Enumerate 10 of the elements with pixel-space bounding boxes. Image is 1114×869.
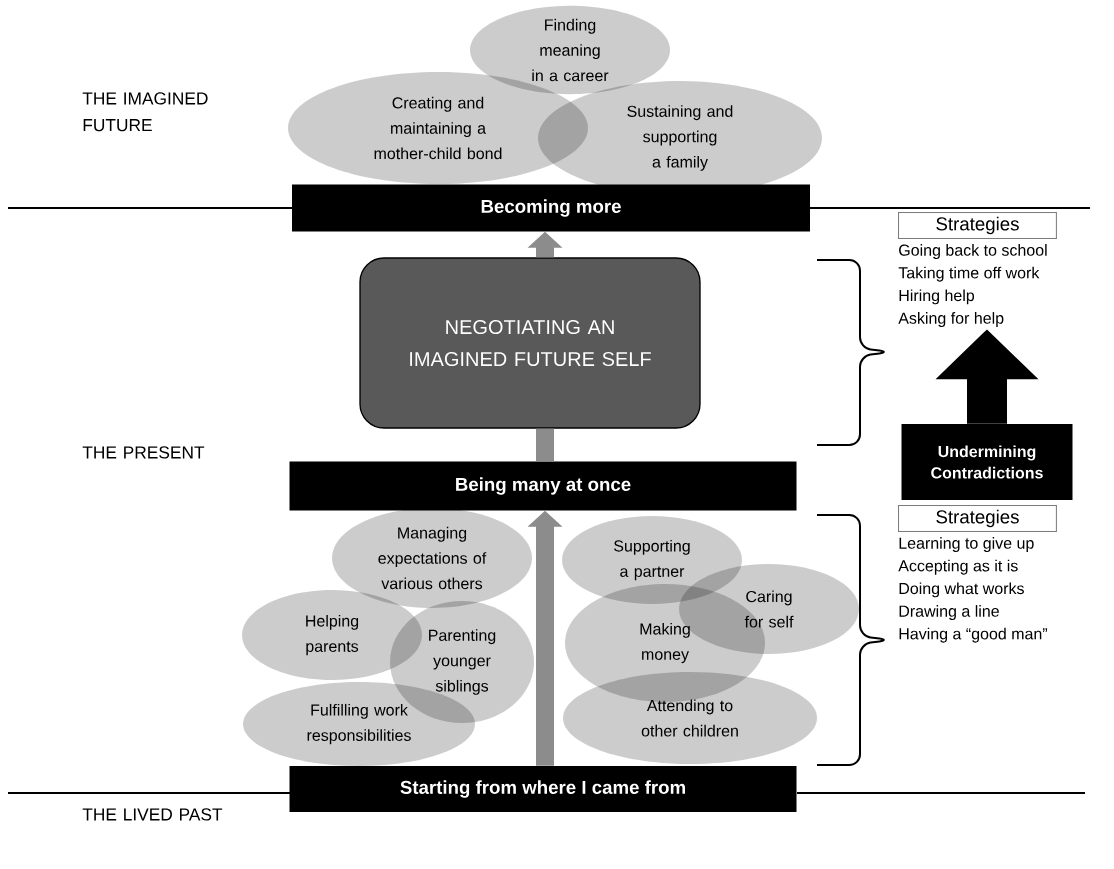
strategy-list: Strategies Going back to school Taking time off work Hiring help Asking for help (898, 212, 1057, 327)
contradiction-box: Undermining Contradictions (901, 424, 1073, 500)
section-label: THE LIVED PAST (82, 808, 223, 821)
section-label: THE IMAGINED FUTURE (82, 92, 208, 132)
stage-bar: Being many at once (289, 461, 797, 511)
strategy-list: Strategies Learning to give up Accepting as it is Doing what works Drawing a line Having a “good man” (898, 505, 1057, 643)
process-box: NEGOTIATING AN IMAGINED FUTURE SELF (359, 257, 701, 429)
stage-bar: Starting from where I came from (289, 766, 797, 812)
stage-bar: Becoming more (292, 184, 810, 232)
section-label: THE PRESENT (82, 446, 205, 459)
